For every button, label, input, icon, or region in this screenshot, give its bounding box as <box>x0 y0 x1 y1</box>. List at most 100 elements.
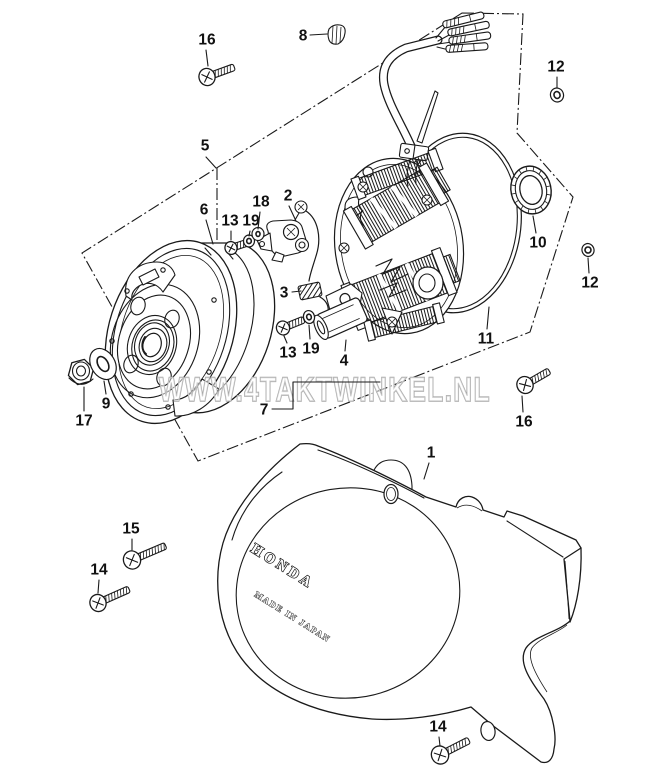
leader-line-12-right <box>587 257 590 274</box>
leader-line-11 <box>486 306 490 330</box>
screw-14-left <box>89 586 131 613</box>
part-number-16-right: 16 <box>515 414 533 431</box>
wire-lead <box>416 90 439 144</box>
part-number-19-lower: 19 <box>302 341 320 358</box>
part-number-4: 4 <box>340 353 349 370</box>
flywheel-6 <box>104 239 276 425</box>
leader-line-16-right <box>521 395 524 413</box>
cover-screw-hole <box>480 720 496 742</box>
crankcase-cover-1: HONDA MADE IN JAPAN <box>217 442 582 764</box>
screw-13-lower <box>275 316 306 336</box>
flange-nut-17 <box>67 358 95 386</box>
callout-7: 7 <box>260 381 381 419</box>
callout-6: 6 <box>200 202 214 245</box>
wire-harness <box>378 11 492 162</box>
oil-seal-10 <box>510 165 552 215</box>
washer-19-upper <box>242 234 256 248</box>
part-number-9: 9 <box>102 396 111 413</box>
leader-line-9 <box>103 380 107 395</box>
oring-12-top <box>549 87 565 103</box>
callout-10: 10 <box>529 215 547 252</box>
callout-12-right: 12 <box>581 257 599 292</box>
part-number-11: 11 <box>478 331 495 348</box>
washer-19-lower <box>302 309 316 325</box>
leader-line-2 <box>288 205 297 222</box>
part-number-8: 8 <box>299 28 308 45</box>
screw-16-top <box>198 63 236 87</box>
part-number-12-right: 12 <box>581 275 598 292</box>
leader-line-7 <box>271 381 381 410</box>
callout-13-lower: 13 <box>279 335 297 362</box>
leader-line-18 <box>257 211 261 230</box>
callout-19-lower: 19 <box>302 324 320 358</box>
leader-line-8 <box>309 33 328 36</box>
leader-line-1 <box>423 462 430 480</box>
cover-outline <box>217 442 582 764</box>
pole-shoe-bottom <box>363 302 445 342</box>
leader-line-14-bottom <box>438 736 441 747</box>
callout-1: 1 <box>423 445 436 480</box>
part-number-6: 6 <box>200 202 209 219</box>
contact-breaker-2 <box>256 200 320 282</box>
part-number-2: 2 <box>284 188 293 205</box>
watermark-text: WWW.4TAKTWINKEL.NL <box>159 371 491 409</box>
screw-15 <box>122 542 167 570</box>
flywheel-window-bottom <box>172 378 220 417</box>
part-number-13-upper: 13 <box>221 213 239 230</box>
part-number-10: 10 <box>529 235 546 252</box>
part-number-15: 15 <box>122 521 140 538</box>
part-number-1: 1 <box>427 445 436 462</box>
callout-11: 11 <box>478 306 495 348</box>
callout-8: 8 <box>299 28 328 45</box>
stator-center-hole <box>412 266 444 300</box>
leader-line-19-upper <box>248 230 251 237</box>
part-number-18: 18 <box>252 194 270 211</box>
part-number-14-left: 14 <box>90 562 108 579</box>
part-number-17: 17 <box>75 413 92 430</box>
callout-12-top: 12 <box>547 59 565 89</box>
callout-5: 5 <box>201 138 217 169</box>
washer-9 <box>89 347 117 381</box>
generated-hardware <box>89 63 595 765</box>
leader-line-5 <box>205 156 217 169</box>
breaker-wire <box>305 210 320 282</box>
callout-9: 9 <box>102 380 111 413</box>
part-number-5: 5 <box>201 138 210 155</box>
callout-14-left: 14 <box>90 562 108 594</box>
part-number-13-lower: 13 <box>279 345 297 362</box>
part-number-3: 3 <box>280 285 289 302</box>
connector-3 <box>297 281 329 314</box>
crankshaft-thread-boss <box>126 314 178 376</box>
callout-19-upper: 19 <box>242 213 260 237</box>
clip-8 <box>327 24 346 45</box>
bullet-connectors <box>442 11 492 53</box>
screw-14-bottom <box>430 737 471 765</box>
stator-screw-heads <box>338 181 433 335</box>
leader-line-19-lower <box>308 324 311 340</box>
oring-12-right <box>581 242 595 258</box>
callout-3: 3 <box>280 285 302 302</box>
leader-line-3 <box>291 290 302 293</box>
leader-line-14-left <box>97 579 100 594</box>
ignition-coil <box>342 162 451 250</box>
part-number-14-bottom: 14 <box>429 719 447 736</box>
callout-15: 15 <box>122 521 140 551</box>
leader-line-13-lower <box>283 335 288 344</box>
part-number-16-top: 16 <box>198 32 216 49</box>
condenser-4 <box>313 283 368 340</box>
callout-13-upper: 13 <box>221 213 239 241</box>
callout-14-bottom: 14 <box>429 719 447 747</box>
flywheel-bolt-holes <box>123 296 180 387</box>
part-number-19-upper: 19 <box>242 213 260 230</box>
screw-16-right <box>516 368 551 395</box>
callout-16-right: 16 <box>515 395 533 431</box>
leader-line-10 <box>532 215 537 234</box>
part-number-7: 7 <box>260 402 269 419</box>
callout-18: 18 <box>252 194 270 230</box>
leader-line-16-top <box>205 49 209 67</box>
callout-4: 4 <box>340 339 349 370</box>
cover-inner-face <box>235 487 461 699</box>
